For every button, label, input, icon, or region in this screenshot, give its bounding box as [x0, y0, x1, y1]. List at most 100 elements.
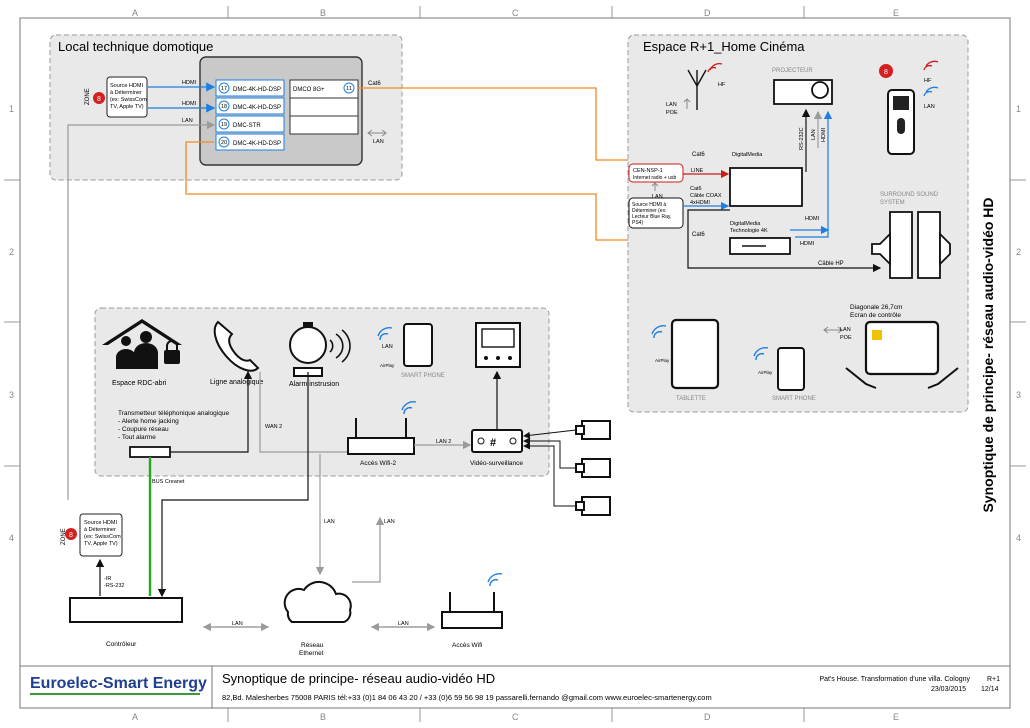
output-card-label: DMCO 8G+	[293, 87, 325, 93]
footer-title: Synoptique de principe- réseau audio-vid…	[222, 671, 495, 686]
source-bluray-line4: PS4)	[632, 220, 643, 226]
slot-badge-17	[218, 82, 230, 94]
grid-col-e-top: E	[893, 8, 899, 18]
cat6-coax-line2: Câble COAX	[690, 193, 722, 199]
project-date: 23/03/2015	[931, 686, 966, 693]
shelter-label: Espace RDC-abri	[112, 380, 167, 387]
lan2-label: LAN 2	[436, 439, 451, 445]
cat6-label-top: Cat6	[692, 152, 705, 158]
lan-poe-line2: POE	[840, 335, 852, 341]
home-cinema-title: Espace R+1_Home Cinéma	[643, 39, 805, 54]
grid-row-2-right: 2	[1016, 247, 1021, 257]
digitalmedia-bottom-line1: DigitalMedia	[730, 221, 761, 227]
lan-poe-line1: LAN	[840, 327, 851, 333]
lan-arrows-local	[367, 129, 387, 137]
line-label: LINE	[691, 168, 704, 174]
cat6-coax-line3: 4xHDMI	[690, 200, 710, 206]
slot-badge-18	[218, 100, 230, 112]
speaker-cable-link	[687, 209, 882, 273]
grid-col-c-top: C	[512, 8, 519, 18]
grid-row-4-left: 4	[9, 533, 14, 543]
analog-line-label: Ligne analogique	[210, 379, 263, 386]
remote-control-icon	[887, 89, 915, 155]
grid-col-b-bottom: B	[320, 712, 326, 722]
ethernet-cloud-icon	[283, 580, 352, 623]
zone-label-top: ZONE	[85, 88, 91, 105]
svg-text:#: #	[490, 437, 496, 449]
rs232-label: RS-232C	[799, 127, 805, 150]
card-label-18: DMC-4K-HD-DSP	[233, 105, 281, 111]
wan-label: WAN 2	[265, 424, 282, 430]
tablet-wifi-icon	[651, 325, 667, 339]
hdmi-projector-link	[795, 110, 833, 238]
company-logo-text: Euroelec-Smart Energy	[30, 675, 207, 692]
touch-panel-line1: Diagonale 26,7cm	[850, 304, 902, 311]
camera-icon-1	[575, 420, 611, 440]
surround-line1: SURROUND SOUND	[880, 192, 939, 198]
touch-panel-icon	[845, 320, 959, 389]
hdmi-label-1: HDMI	[182, 80, 197, 86]
remote-wifi-icon	[923, 86, 939, 97]
cen-lan-arrow	[651, 182, 659, 191]
phone-cinema-wifi-icon	[753, 347, 769, 361]
transmitter-line4: - Tout alarme	[118, 434, 156, 441]
source-hdmi-bottom-line1: Source HDMI	[84, 520, 117, 526]
source-bluray-line1: Source HDMI à	[632, 202, 666, 208]
grid-row-1-left: 1	[9, 104, 14, 114]
lan-label-local: LAN	[373, 139, 384, 145]
camera-link-1	[523, 429, 577, 439]
cen-nsp-box	[628, 163, 684, 183]
transmitter-device	[129, 446, 171, 458]
grid-col-c-bottom: C	[512, 712, 519, 722]
lan-label-matrix: LAN	[182, 118, 193, 124]
zone-badge-remote	[879, 64, 893, 78]
antenna-lan-label: LAN	[666, 102, 677, 108]
cen-nsp-line2: Internet radio + usb	[633, 175, 676, 181]
phone-rdc-airplay-label: AirPlay	[380, 363, 395, 368]
lan-vertical-2-label: HDMI	[821, 127, 827, 142]
project-name: Pat's House. Transformation d'une villa.…	[819, 676, 970, 683]
transmitter-line1: Transmetteur téléphonique analogique	[118, 410, 229, 417]
remote-rf-icon	[923, 60, 939, 71]
surround-speakers-icon	[871, 211, 951, 279]
transmitter-line3: - Coupure réseau	[118, 426, 169, 433]
home-cinema-panel	[627, 34, 969, 413]
digitalmedia-bottom-line2: Technologie 4K	[730, 228, 768, 234]
wifi2-signal-icon	[401, 401, 417, 415]
lan-poe-arrows	[823, 326, 843, 334]
wifi2-router-icon	[347, 418, 415, 455]
phone-rdc-label: SMART PHONE	[401, 373, 445, 379]
wifi2-label: Accès Wifi-2	[360, 460, 397, 467]
slot-number-17: 17	[221, 86, 227, 92]
source-hdmi-top-line4: TV, Apple TV)	[110, 104, 144, 110]
hdmi-label-a: HDMI	[805, 216, 820, 222]
transmitter-to-phone-line	[170, 370, 253, 453]
grid-row-3-right: 3	[1016, 390, 1021, 400]
company-logo-underline	[30, 693, 200, 695]
phone-cinema-label: SMART PHONE	[772, 396, 816, 402]
wifi-router-icon	[441, 592, 503, 629]
tablet-airplay-label: AirPlay	[655, 358, 670, 363]
touch-panel-line2: Ecran de contrôle	[850, 312, 901, 319]
tablet-icon	[670, 318, 720, 390]
dvr-icon: #	[471, 429, 523, 453]
camera-icon-3	[575, 496, 611, 516]
zone-label-bottom: ZONE	[61, 528, 67, 545]
phone-cinema-icon	[777, 347, 805, 391]
wifi-label: Accès Wifi	[452, 642, 482, 649]
antenna-poe-label: POE	[666, 110, 678, 116]
matrix-card-19	[215, 115, 285, 133]
video-monitor-icon	[475, 322, 521, 368]
source-hdmi-bottom-line3: (ex: SwissCom	[84, 534, 121, 540]
alarm-to-controller-link	[157, 372, 309, 598]
house-family-icon	[102, 319, 182, 369]
lan-label-wifi: LAN	[398, 621, 409, 627]
digitalmedia-top-label: DigitalMedia	[732, 152, 763, 158]
grid-col-d-top: D	[704, 8, 711, 18]
controller-device	[69, 597, 183, 623]
source-hdmi-box-top	[106, 76, 148, 118]
remote-hf-label: HF	[924, 78, 932, 84]
source-hdmi-bottom-line4: TV, Apple TV)	[84, 541, 118, 547]
tablet-label: TABLETTE	[676, 396, 706, 402]
phone-cinema-airplay-label: AirPlay	[758, 370, 773, 375]
